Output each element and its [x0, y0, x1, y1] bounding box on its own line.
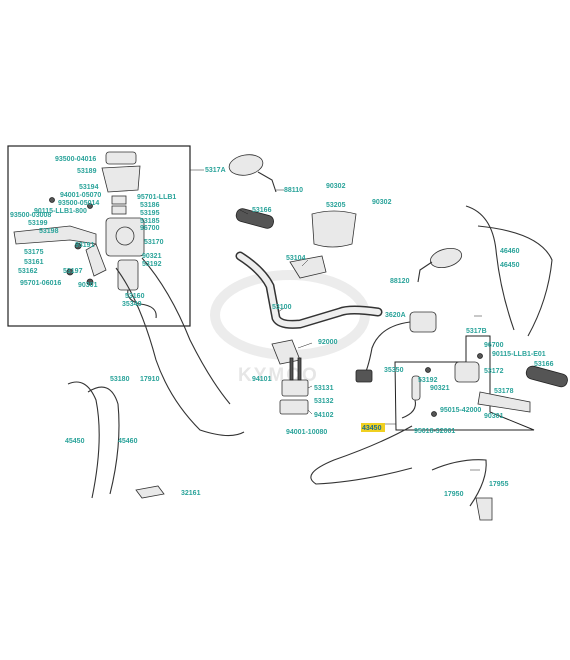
right-mirror: [417, 247, 463, 283]
label-94001-10080: 94001-10080: [286, 429, 327, 436]
inset-parts: [13, 151, 157, 319]
cable-45460: [87, 386, 120, 495]
cable-53180: [115, 267, 245, 437]
label-95015-42000: 95015-42000: [440, 407, 481, 414]
label-92000: 92000: [318, 339, 338, 346]
part-labels: 5317A 93500-04016 53189 53194 94001-0507…: [10, 156, 554, 498]
handlebar-cover: [311, 210, 357, 248]
label-53205: 53205: [326, 202, 346, 209]
label-96700a: 96700: [140, 225, 160, 232]
label-95701-llb1: 95701-LLB1: [137, 194, 176, 201]
label-53178: 53178: [494, 388, 514, 395]
label-90115-llb1-800: 90115-LLB1-800: [34, 208, 87, 215]
right-switch: [355, 311, 437, 383]
label-53199: 53199: [28, 220, 48, 227]
label-90321b: 90321: [430, 385, 450, 392]
cable-17910: [141, 257, 231, 405]
cable-43450: [310, 425, 413, 485]
label-90115-llb1-e01: 90115-LLB1-E01: [492, 351, 546, 358]
label-5317b: 5317B: [466, 328, 487, 335]
label-53132: 53132: [314, 398, 334, 405]
label-94101: 94101: [252, 376, 272, 383]
label-53175: 53175: [24, 249, 44, 256]
label-3620a: 3620A: [385, 312, 406, 319]
label-95701-06016: 95701-06016: [20, 280, 61, 287]
clip-32161: [135, 485, 165, 499]
label-53166a: 53166: [252, 207, 272, 214]
label-53162: 53162: [18, 268, 38, 275]
label-5317a: 5317A: [205, 167, 226, 174]
cable-46450: [477, 225, 553, 337]
label-53104: 53104: [286, 255, 306, 262]
cable-46460: [465, 205, 515, 331]
label-53172: 53172: [484, 368, 504, 375]
label-53194: 53194: [79, 184, 99, 191]
label-46460: 46460: [500, 248, 520, 255]
label-53189: 53189: [77, 168, 97, 175]
label-53185: 53185: [140, 218, 160, 225]
label-53195: 53195: [140, 210, 160, 217]
label-53192b: 53192: [418, 377, 438, 384]
label-95018-32001: 95018-32001: [414, 428, 455, 435]
left-grip: [235, 208, 274, 229]
label-53197: 53197: [63, 268, 83, 275]
lever-box: [394, 335, 535, 431]
right-lever: [401, 353, 531, 419]
label-45460: 45460: [118, 438, 138, 445]
label-93500-03008: 93500-03008: [10, 212, 51, 219]
label-53160: 53160: [125, 293, 145, 300]
label-53100: 53100: [272, 304, 292, 311]
label-90321a: 90321: [142, 253, 162, 260]
cable-17950: [431, 459, 487, 507]
label-53161: 53161: [24, 259, 44, 266]
label-90302a: 90302: [326, 183, 346, 190]
label-35340: 35340: [122, 301, 142, 308]
label-90301a: 90301: [78, 282, 98, 289]
label-88110: 88110: [284, 187, 303, 194]
label-53131: 53131: [314, 385, 334, 392]
label-45450: 45450: [65, 438, 85, 445]
label-53166b: 53166: [534, 361, 554, 368]
label-46450: 46450: [500, 262, 520, 269]
label-90301b: 90301: [484, 413, 504, 420]
label-43450: 43450: [362, 425, 382, 432]
label-93500-05014: 93500-05014: [58, 200, 99, 207]
label-90302b: 90302: [372, 199, 392, 206]
label-53186: 53186: [140, 202, 160, 209]
label-53170: 53170: [144, 239, 164, 246]
right-grip: [525, 365, 568, 388]
inset-box: [7, 145, 191, 327]
label-94102: 94102: [314, 412, 334, 419]
label-17910: 17910: [140, 376, 160, 383]
handlebar-holder: [271, 339, 309, 415]
label-17950: 17950: [444, 491, 464, 498]
label-94001-05070: 94001-05070: [60, 192, 101, 199]
label-17955: 17955: [489, 481, 509, 488]
label-35350: 35350: [384, 367, 404, 374]
label-93191: 93191: [75, 242, 95, 249]
bracket-17955: [475, 497, 493, 521]
label-53192a: 53192: [142, 261, 162, 268]
label-88120: 88120: [390, 278, 410, 285]
cable-45450: [67, 381, 100, 499]
highlight-43450: [361, 423, 385, 432]
left-mirror: [228, 154, 277, 193]
label-93500-04016: 93500-04016: [55, 156, 96, 163]
label-53198: 53198: [39, 228, 59, 235]
label-53180: 53180: [110, 376, 130, 383]
label-96700b: 96700: [484, 342, 504, 349]
label-32161: 32161: [181, 490, 201, 497]
bracket: [289, 255, 327, 279]
